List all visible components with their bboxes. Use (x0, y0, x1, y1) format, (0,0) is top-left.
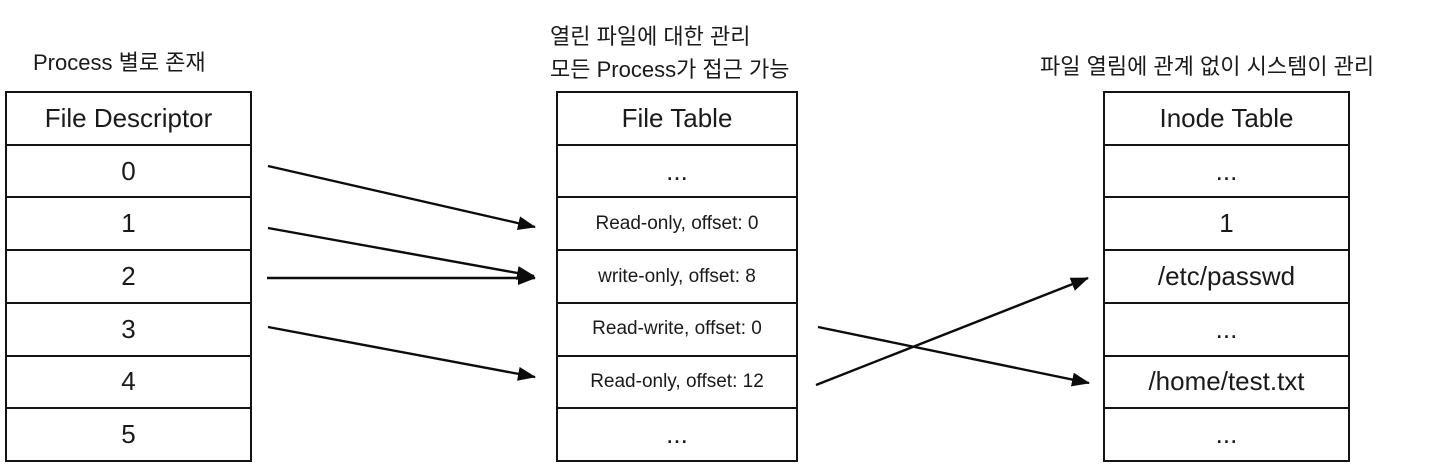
file-table-row-3: Read-write, offset: 0 (558, 301, 796, 355)
file-descriptor-row-4: 4 (7, 354, 250, 408)
inode-table-header: Inode Table (1159, 102, 1294, 133)
file-table-row-4: Read-only, offset: 12 (558, 354, 796, 408)
file-descriptor-caption: Process 별로 존재 (33, 50, 206, 75)
file-table-row-5: ... (558, 407, 796, 460)
file-table-row-2: write-only, offset: 8 (558, 249, 796, 302)
arrow-readwrite0-to-hometesttxt (817, 325, 1090, 387)
arrow-fd3-to-readonly12 (267, 325, 536, 381)
file-table-row-0: ... (558, 143, 796, 197)
inode-table-row-4: /home/test.txt (1105, 354, 1348, 408)
inode-table-caption: 파일 열림에 관계 없이 시스템이 관리 (1040, 54, 1375, 79)
inode-table-row-1: 1 (1105, 196, 1348, 249)
inode-table-row-3: ... (1105, 301, 1348, 355)
arrow-readonly12-to-etcpasswd (815, 276, 1089, 387)
file-table-caption: 열린 파일에 대한 관리 모든 Process가 접근 가능 (550, 20, 790, 86)
file-descriptor-table: File Descriptor 0 1 2 3 4 5 (5, 91, 252, 462)
file-descriptor-row-2: 2 (7, 249, 250, 302)
inode-table-row-2: /etc/passwd (1105, 249, 1348, 302)
file-descriptor-table-header: File Descriptor (44, 102, 213, 133)
file-descriptor-row-1: 1 (7, 196, 250, 249)
file-descriptor-row-5: 5 (7, 407, 250, 460)
arrow-fd1-to-writeonly8 (267, 226, 535, 280)
file-descriptor-row-3: 3 (7, 301, 250, 355)
file-table-header: File Table (621, 102, 733, 133)
file-table-caption-line1: 열린 파일에 대한 관리 (550, 24, 751, 49)
file-table-caption-line2: 모든 Process가 접근 가능 (550, 57, 790, 82)
inode-table: Inode Table ... 1 /etc/passwd ... /home/… (1103, 91, 1350, 462)
arrow-fd0-to-readonly0 (267, 164, 536, 231)
file-descriptor-row-0: 0 (7, 143, 250, 197)
file-table: File Table ... Read-only, offset: 0 writ… (556, 91, 798, 462)
inode-table-row-5: ... (1105, 407, 1348, 460)
file-table-row-1: Read-only, offset: 0 (558, 196, 796, 249)
inode-table-row-0: ... (1105, 143, 1348, 197)
